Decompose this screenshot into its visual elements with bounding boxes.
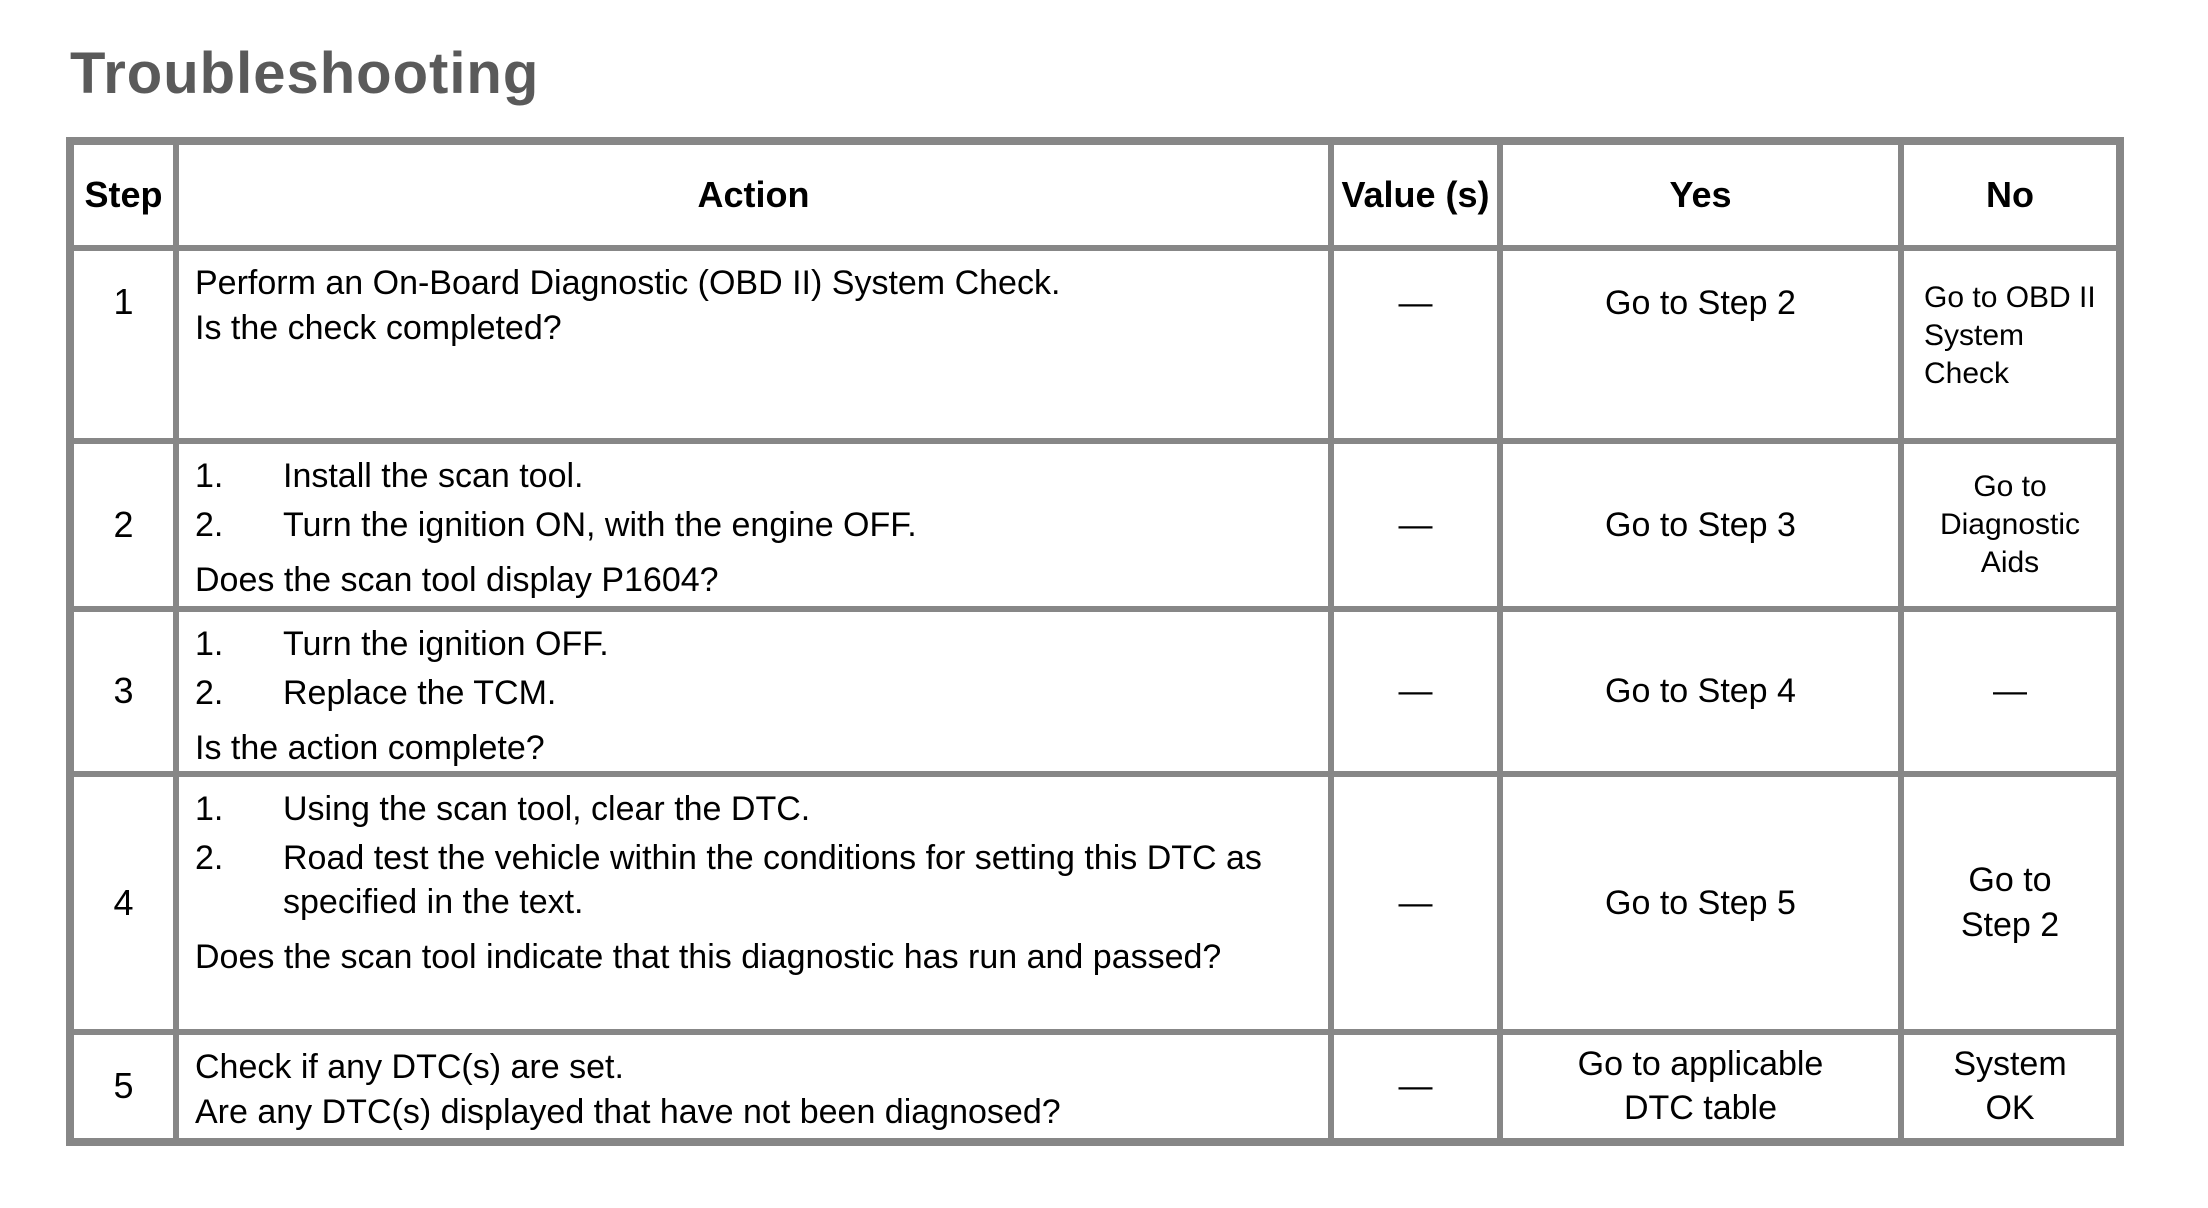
action-item-text: Install the scan tool. bbox=[283, 457, 584, 495]
action-cell: Perform an On-Board Diagnostic (OBD II) … bbox=[173, 245, 1334, 444]
header-step: Step bbox=[67, 138, 179, 251]
yes-cell: Go to Step 5 bbox=[1497, 770, 1904, 1035]
table-row: 3 1. Turn the ignition OFF. 2. Replace t… bbox=[67, 606, 2123, 777]
action-item-number: 2. bbox=[195, 505, 224, 544]
action-question: Does the scan tool indicate that this di… bbox=[195, 938, 1222, 977]
no-cell: Go to Step 2 bbox=[1898, 770, 2123, 1035]
table-row: 4 1. Using the scan tool, clear the DTC.… bbox=[67, 770, 2123, 1035]
action-item: 1. Turn the ignition OFF. bbox=[195, 622, 1310, 667]
values-cell: — bbox=[1328, 1028, 1503, 1145]
action-item-text: Using the scan tool, clear the DTC. bbox=[283, 789, 811, 828]
step-cell: 3 bbox=[67, 606, 179, 777]
action-question: Is the action complete? bbox=[195, 728, 545, 767]
action-item: 1. Using the scan tool, clear the DTC. bbox=[195, 787, 1310, 832]
troubleshooting-table: Step Action Value (s) Yes No 1 Perform a… bbox=[66, 137, 2124, 1146]
yes-cell: Go to applicable DTC table bbox=[1497, 1028, 1904, 1145]
action-item-number: 2. bbox=[195, 838, 224, 877]
action-question: Are any DTC(s) displayed that have not b… bbox=[195, 1092, 1061, 1131]
action-cell: Check if any DTC(s) are set. Are any DTC… bbox=[173, 1028, 1334, 1145]
table-row: 2 1. Install the scan tool. 2. Turn the … bbox=[67, 438, 2123, 612]
action-intro: Check if any DTC(s) are set. bbox=[195, 1047, 624, 1086]
action-item-number: 1. bbox=[195, 457, 224, 495]
action-item-text: Turn the ignition OFF. bbox=[283, 625, 609, 663]
step-cell: 5 bbox=[67, 1028, 179, 1145]
no-cell: System OK bbox=[1898, 1028, 2123, 1145]
no-cell: Go to OBD II System Check bbox=[1898, 245, 2123, 444]
values-cell: — bbox=[1328, 606, 1503, 777]
action-item: 2. Road test the vehicle within the cond… bbox=[195, 836, 1310, 926]
action-item: 2. Turn the ignition ON, with the engine… bbox=[195, 503, 1310, 548]
action-item-text: Replace the TCM. bbox=[283, 673, 557, 712]
values-cell: — bbox=[1328, 438, 1503, 612]
action-item-number: 1. bbox=[195, 789, 224, 828]
action-intro: Perform an On-Board Diagnostic (OBD II) … bbox=[195, 264, 1061, 302]
action-item-text: Road test the vehicle within the conditi… bbox=[283, 838, 1262, 922]
action-question: Does the scan tool display P1604? bbox=[195, 560, 719, 599]
header-values: Value (s) bbox=[1328, 138, 1503, 251]
table-row: 1 Perform an On-Board Diagnostic (OBD II… bbox=[67, 245, 2123, 444]
action-item-text: Turn the ignition ON, with the engine OF… bbox=[283, 505, 917, 544]
yes-cell: Go to Step 4 bbox=[1497, 606, 1904, 777]
header-no: No bbox=[1898, 138, 2123, 251]
step-cell: 1 bbox=[67, 245, 179, 444]
step-cell: 2 bbox=[67, 438, 179, 612]
action-cell: 1. Install the scan tool. 2. Turn the ig… bbox=[173, 438, 1334, 612]
step-cell: 4 bbox=[67, 770, 179, 1035]
values-cell: — bbox=[1328, 770, 1503, 1035]
action-cell: 1. Using the scan tool, clear the DTC. 2… bbox=[173, 770, 1334, 1035]
table-header-row: Step Action Value (s) Yes No bbox=[67, 138, 2123, 251]
action-cell: 1. Turn the ignition OFF. 2. Replace the… bbox=[173, 606, 1334, 777]
yes-cell: Go to Step 2 bbox=[1497, 245, 1904, 444]
page-title: Troubleshooting bbox=[70, 41, 540, 106]
action-item-number: 2. bbox=[195, 673, 224, 712]
no-cell: Go to Diagnostic Aids bbox=[1898, 438, 2123, 612]
action-item: 2. Replace the TCM. bbox=[195, 671, 1310, 716]
action-item-number: 1. bbox=[195, 625, 224, 663]
action-question: Is the check completed? bbox=[195, 308, 562, 347]
values-cell: — bbox=[1328, 245, 1503, 444]
yes-cell: Go to Step 3 bbox=[1497, 438, 1904, 612]
header-yes: Yes bbox=[1497, 138, 1904, 251]
action-item: 1. Install the scan tool. bbox=[195, 454, 1310, 499]
no-cell: — bbox=[1898, 606, 2123, 777]
table-row: 5 Check if any DTC(s) are set. Are any D… bbox=[67, 1028, 2123, 1145]
header-action: Action bbox=[173, 138, 1334, 251]
